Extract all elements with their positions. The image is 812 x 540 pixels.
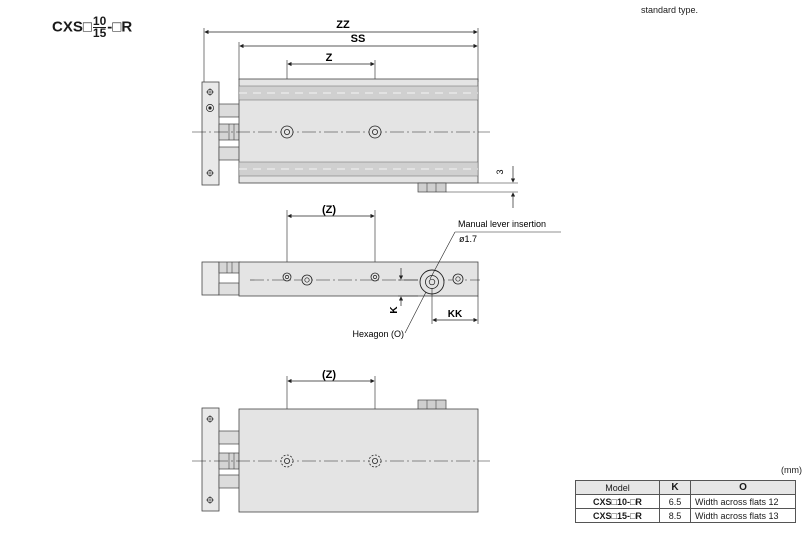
manual-lever-diameter: ø1.7	[459, 234, 477, 244]
row-k: 8.5	[659, 508, 691, 523]
note-text: standard type.	[641, 5, 699, 15]
row-o: Width across flats 13	[690, 508, 796, 523]
dim-z-paren-1-label: (Z)	[322, 204, 336, 216]
dim-z-paren-2-label: (Z)	[322, 369, 336, 381]
manual-lever-label: Manual lever insertion	[458, 219, 546, 229]
dim-zz-label: ZZ	[336, 19, 350, 31]
header-k: K	[659, 480, 691, 495]
header-o: O	[690, 480, 796, 495]
model-size-bottom: 15	[92, 26, 107, 40]
bottom-main-body	[238, 408, 479, 513]
dim-kk-label: KK	[448, 309, 463, 320]
top-end-plate	[201, 81, 220, 186]
model-prefix: CXS□	[52, 18, 92, 36]
dim-z-label: Z	[326, 52, 333, 64]
table-row: CXS□15-□R 8.5 Width across flats 13	[575, 508, 796, 523]
dim-ss-label: SS	[351, 33, 366, 45]
spec-table-header: Model K O	[575, 480, 796, 495]
top-view: ZZ SS Z	[192, 19, 518, 208]
bottom-view: (Z)	[192, 369, 490, 513]
spec-table: Model K O CXS□10-□R 6.5 Width across fla…	[575, 480, 796, 523]
row-model: CXS□15-□R	[575, 508, 660, 523]
model-size-top: 10	[92, 14, 107, 28]
dim-k-label: K	[389, 306, 400, 314]
units-label: (mm)	[781, 465, 802, 475]
model-suffix: -□R	[107, 18, 133, 36]
row-o: Width across flats 12	[690, 494, 796, 509]
dim-3-label: 3	[495, 169, 505, 174]
row-model: CXS□10-□R	[575, 494, 660, 509]
side-view: (Z) Manual lever insertion ø1.7	[201, 204, 561, 339]
table-row: CXS□10-□R 6.5 Width across flats 12	[575, 494, 796, 509]
row-k: 6.5	[659, 494, 691, 509]
hexagon-label: Hexagon (O)	[352, 329, 404, 339]
header-model: Model	[575, 480, 660, 495]
